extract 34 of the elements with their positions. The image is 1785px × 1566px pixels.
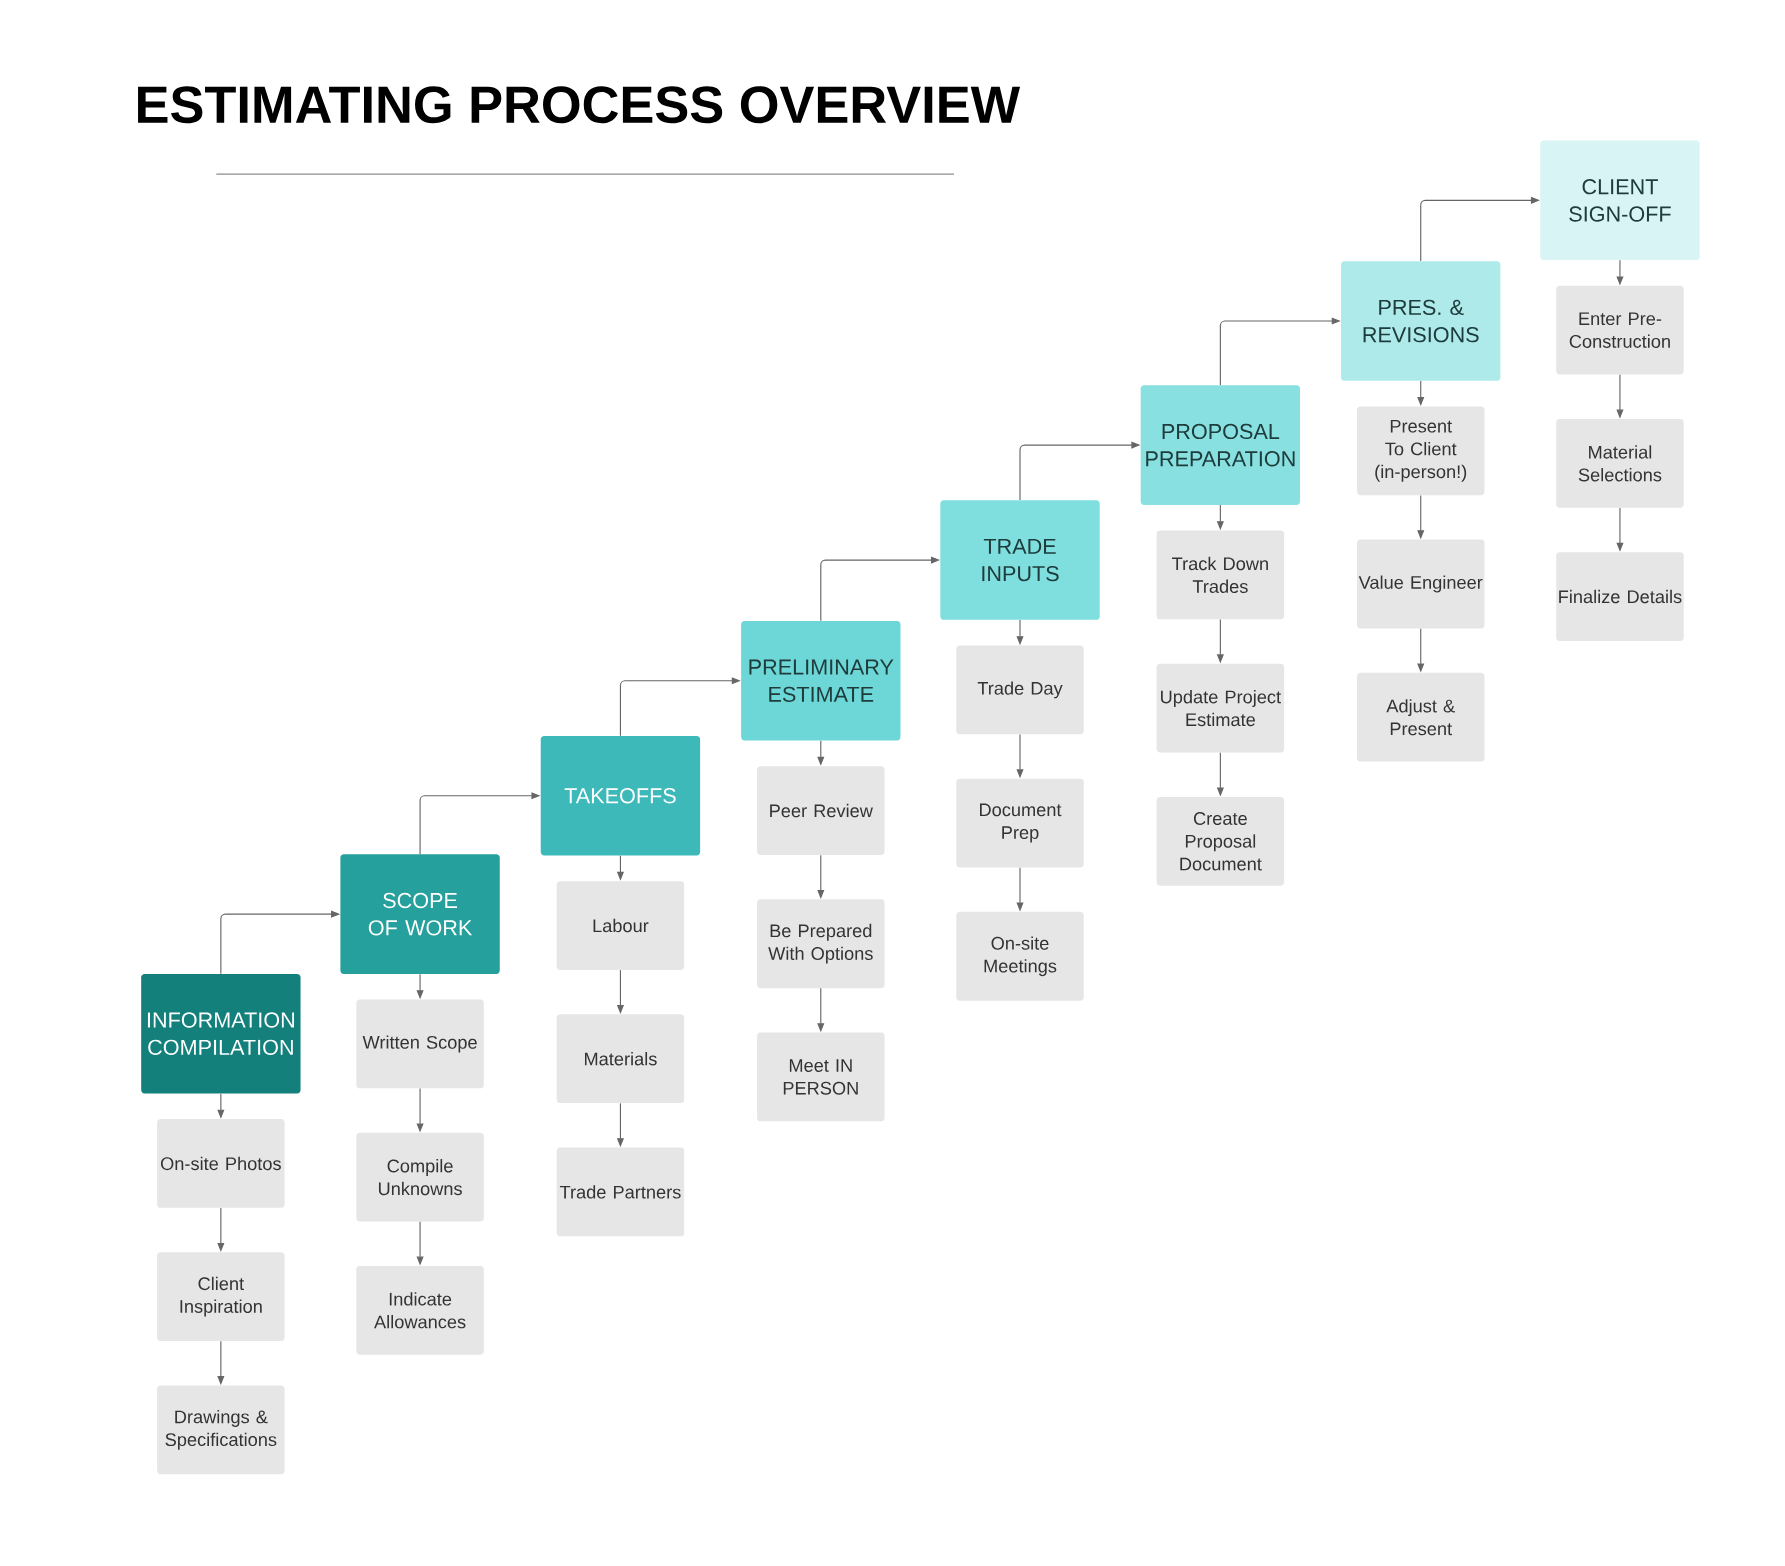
task-box: On-site Photos	[157, 1118, 285, 1208]
task-box: Indicate Allowances	[356, 1265, 484, 1355]
arrow	[416, 973, 424, 999]
task-box: Document Prep	[956, 778, 1084, 868]
task-box: Create Proposal Document	[1156, 796, 1285, 886]
task-box: Written Scope	[356, 999, 484, 1089]
task-box: Update Project Estimate	[1156, 663, 1285, 753]
task-box: Finalize Details	[1556, 551, 1684, 641]
title: ESTIMATING PROCESS OVERVIEW	[138, 86, 1021, 124]
stage-box: INFORMATION COMPILATION	[141, 973, 301, 1094]
task-box: Value Engineer	[1357, 539, 1485, 629]
task-box: Adjust & Present	[1357, 672, 1485, 762]
task-box: Client Inspiration	[157, 1252, 285, 1341]
task-box: Trade Partners	[556, 1147, 685, 1237]
task-box: Peer Review	[757, 765, 885, 855]
stage-box: PRELIMINARY ESTIMATE	[741, 620, 901, 741]
task-box: Materials	[556, 1014, 685, 1103]
task-box: Labour	[556, 880, 685, 970]
task-box: Meet IN PERSON	[757, 1032, 885, 1122]
stage-box: SCOPE OF WORK	[340, 854, 500, 974]
stage-box: PROPOSAL PREPARATION	[1140, 385, 1301, 505]
task-box: Present To Client (in-person!)	[1357, 406, 1485, 495]
task-box: Compile Unknowns	[356, 1132, 484, 1222]
task-box: Be Prepared With Options	[757, 899, 885, 988]
task-box: Enter Pre-Construction	[1556, 285, 1684, 375]
task-box: Track Down Trades	[1156, 530, 1285, 620]
stage-box: CLIENT SIGN-OFF	[1540, 140, 1700, 260]
task-box: Drawings & Specifications	[157, 1385, 285, 1475]
task-box: Material Selections	[1556, 418, 1684, 508]
task-box: Trade Day	[956, 645, 1084, 735]
stage-box: PRES. & REVISIONS	[1341, 261, 1501, 381]
stage-box: TRADE INPUTS	[940, 500, 1100, 620]
task-box: On-site Meetings	[956, 911, 1084, 1001]
stage-box: TAKEOFFS	[540, 735, 701, 856]
